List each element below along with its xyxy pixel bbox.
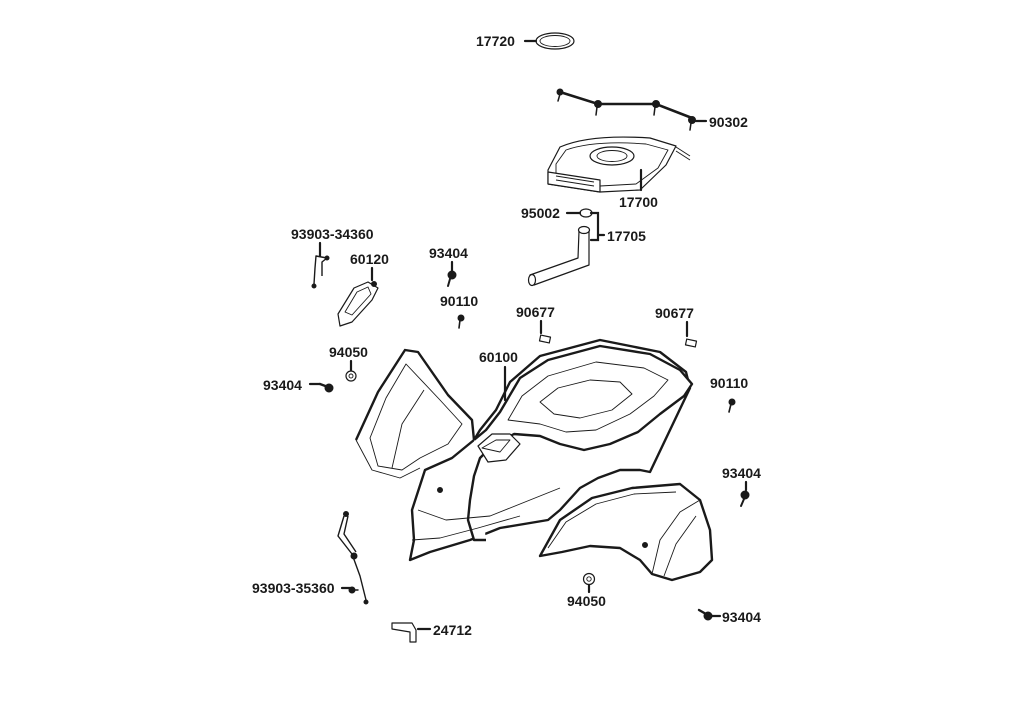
part-93404-bolt-lower (697, 608, 713, 621)
part-90110-screw-upper (457, 314, 465, 329)
part-93404-bolt-left (318, 382, 334, 393)
label-93404-right: 93404 (722, 465, 761, 481)
part-93404-bolt-right (740, 490, 750, 507)
label-93404-upper: 93404 (429, 245, 468, 261)
part-90677-clip-right (684, 338, 698, 348)
part-24712-bracket (391, 622, 417, 643)
part-60120-reflector (337, 281, 379, 327)
part-17720-gasket (535, 32, 575, 50)
part-90677-clip-left (538, 334, 552, 344)
part-90302-screws (556, 88, 696, 131)
label-90110-upper: 90110 (440, 293, 478, 309)
label-93404-lower: 93404 (722, 609, 761, 625)
label-60120: 60120 (350, 251, 389, 267)
label-90302: 90302 (709, 114, 748, 130)
part-17700-tank-cover (547, 136, 691, 193)
part-60100-front-fender (354, 338, 714, 582)
label-93404-left: 93404 (263, 377, 302, 393)
leader-17705-bracket (589, 211, 600, 242)
label-90110-right: 90110 (710, 375, 748, 391)
part-93903-34360-harness (311, 255, 330, 289)
label-17720: 17720 (476, 33, 515, 49)
label-24712: 24712 (433, 622, 472, 638)
label-94050-upper: 94050 (329, 344, 368, 360)
label-95002: 95002 (521, 205, 560, 221)
label-60100: 60100 (479, 349, 518, 365)
label-17700: 17700 (619, 194, 658, 210)
label-93903-34360: 93903-34360 (291, 226, 374, 242)
label-17705: 17705 (607, 228, 646, 244)
label-90677-right: 90677 (655, 305, 694, 321)
part-93903-35360-harness (337, 511, 369, 605)
part-17705-tube (527, 225, 591, 287)
part-93404-bolt-upper (447, 270, 457, 287)
label-90677-left: 90677 (516, 304, 555, 320)
part-90110-screw-right (728, 398, 736, 413)
part-94050-nut-upper (345, 370, 357, 382)
part-94050-nut-lower (582, 572, 596, 586)
label-94050-lower: 94050 (567, 593, 606, 609)
label-93903-35360: 93903-35360 (252, 580, 335, 596)
